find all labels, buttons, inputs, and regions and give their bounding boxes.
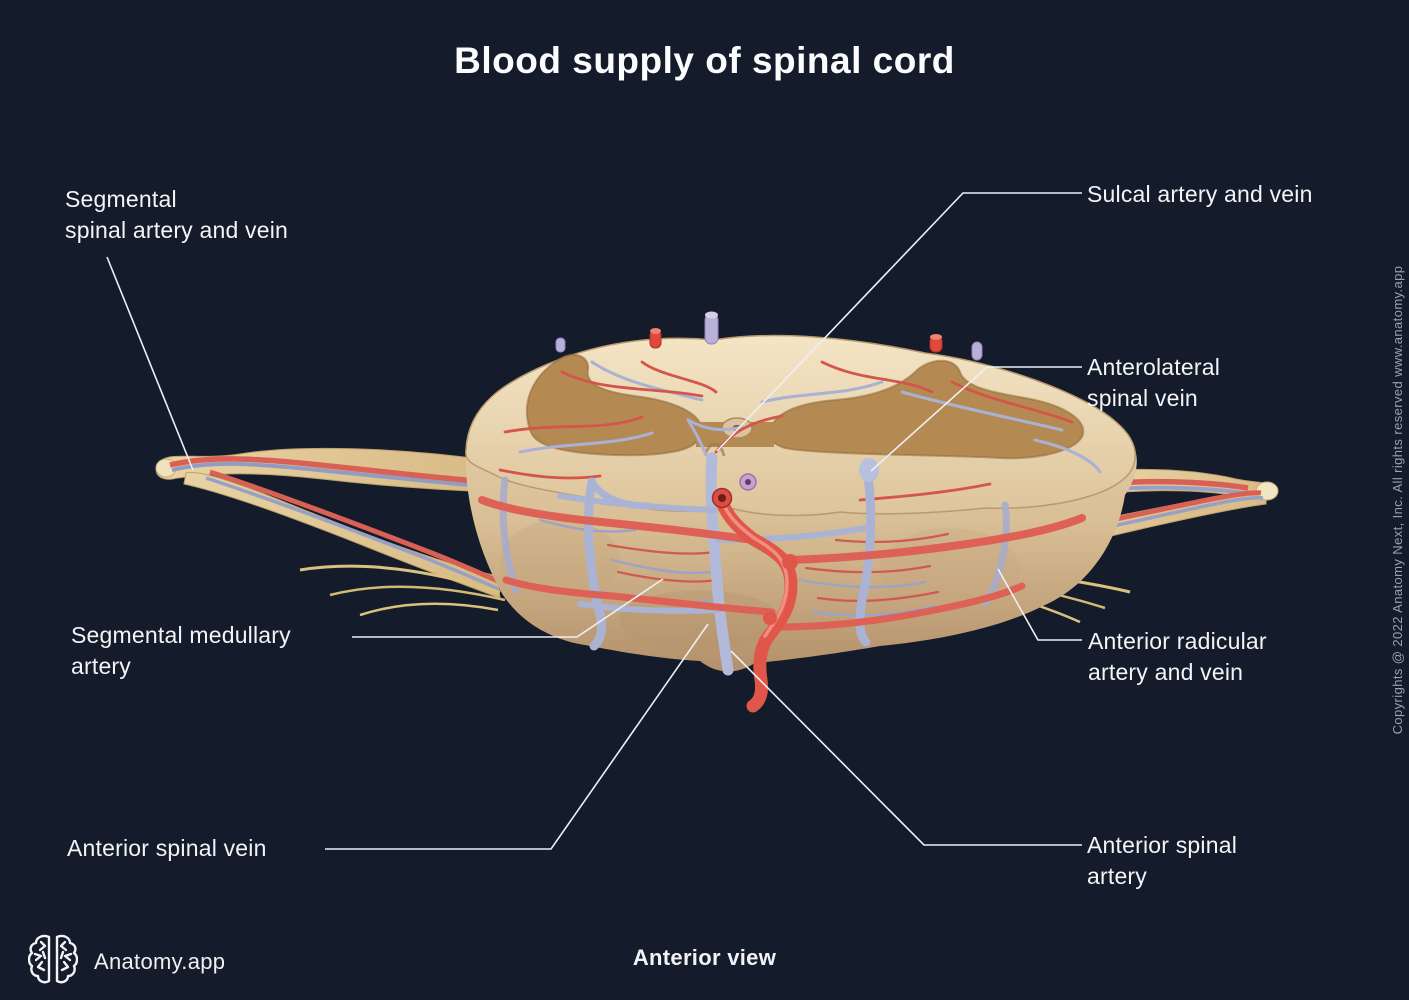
nerve-root-left	[155, 447, 506, 617]
pial-vessels-top	[498, 360, 1102, 502]
leader-lines	[106, 192, 1082, 850]
copyright-text: Copyrights @ 2022 Anatomy Next, Inc. All…	[1390, 265, 1405, 735]
label-anterolateral-spinal-vein: Anterolateral spinal vein	[1087, 354, 1221, 411]
brain-icon	[27, 932, 79, 992]
label-anterior-radicular-artery-and-vein: Anterior radicular artery and vein	[1088, 628, 1267, 685]
leader-anterolateral	[870, 366, 1082, 472]
view-caption: Anterior view	[632, 945, 777, 970]
leader-medullary	[352, 578, 664, 638]
page-title: Blood supply of spinal cord	[454, 40, 955, 81]
brand-footer: Anatomy.app	[27, 932, 226, 992]
spinal-cord-body	[465, 334, 1137, 672]
label-anterior-spinal-vein: Anterior spinal vein	[67, 835, 267, 861]
leader-ant-vein	[325, 623, 709, 850]
cut-vessel-stubs	[555, 311, 983, 491]
leader-segmental	[106, 256, 194, 471]
leader-sulcal	[716, 192, 1082, 452]
leader-ant-artery	[730, 650, 1082, 846]
anterior-spinal-vein-vessel	[705, 452, 734, 676]
brand-name: Anatomy.app	[94, 949, 226, 974]
label-segmental-medullary-artery: Segmental medullary artery	[71, 622, 291, 679]
anterolateral-vein-right	[855, 471, 876, 647]
label-anterior-spinal-artery: Anterior spinal artery	[1087, 832, 1238, 889]
label-segmental-spinal-artery-and-vein: Segmental spinal artery and vein	[65, 186, 289, 243]
anterolateral-vein-left	[584, 477, 607, 651]
label-sulcal-artery-and-vein: Sulcal artery and vein	[1087, 181, 1313, 207]
front-vessels	[478, 452, 1086, 713]
leader-radicular	[997, 568, 1082, 641]
